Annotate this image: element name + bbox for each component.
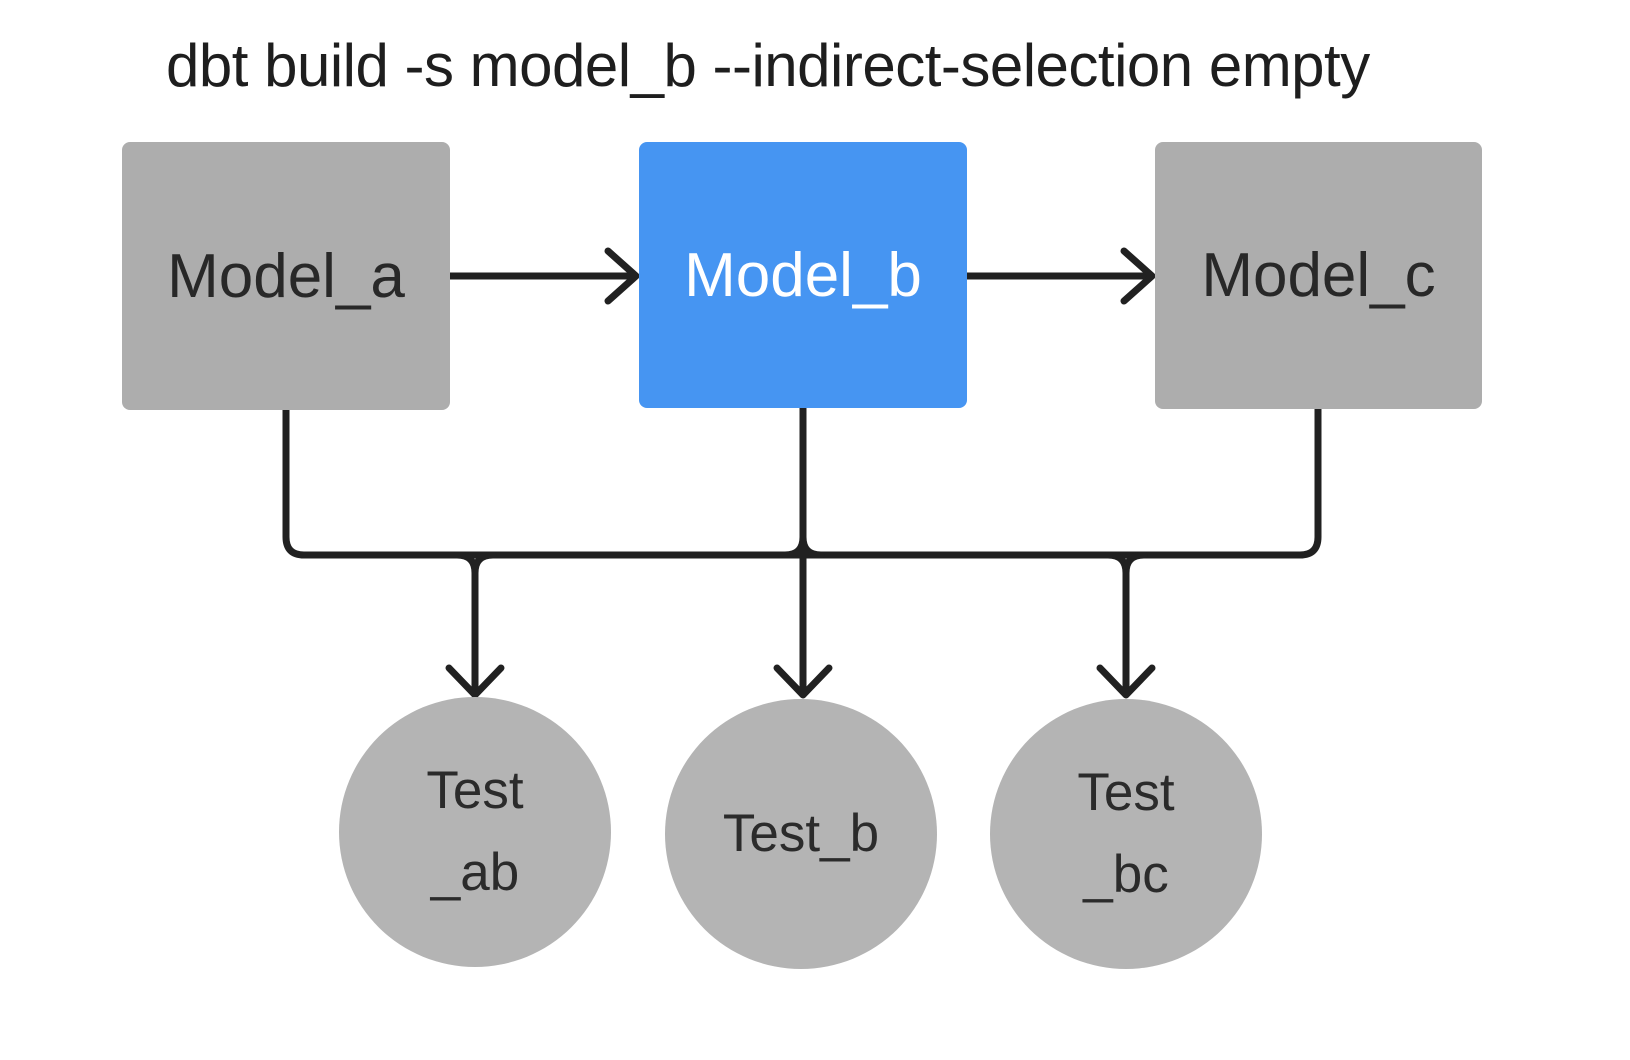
- edge-model-a-to-model-b: [446, 247, 640, 305]
- edge-model-b-to-model-c: [963, 247, 1156, 305]
- node-model-a: Model_a: [122, 142, 450, 410]
- node-test-bc: Test _bc: [990, 699, 1262, 969]
- edge-to-test-ab: [445, 551, 505, 699]
- node-model-a-label: Model_a: [167, 241, 405, 311]
- node-test-ab: Test _ab: [339, 697, 611, 967]
- node-model-b-label: Model_b: [684, 240, 922, 310]
- node-test-b-label: Test_b: [722, 803, 880, 863]
- diagram-title: dbt build -s model_b --indirect-selectio…: [166, 32, 1370, 99]
- node-test-bc-label-line2: _bc: [1083, 845, 1169, 904]
- node-model-b: Model_b: [639, 142, 967, 408]
- node-test-bc-label-line1: Test: [1077, 762, 1175, 822]
- edge-model-b-to-test-b: [773, 404, 833, 699]
- node-test-b: Test_b: [665, 699, 937, 969]
- node-test-ab-label-line1: Test: [426, 760, 524, 820]
- edge-to-test-bc: [1096, 551, 1156, 699]
- node-model-c: Model_c: [1155, 142, 1482, 409]
- node-test-ab-label-line2: _ab: [430, 843, 520, 902]
- node-model-c-label: Model_c: [1201, 241, 1436, 310]
